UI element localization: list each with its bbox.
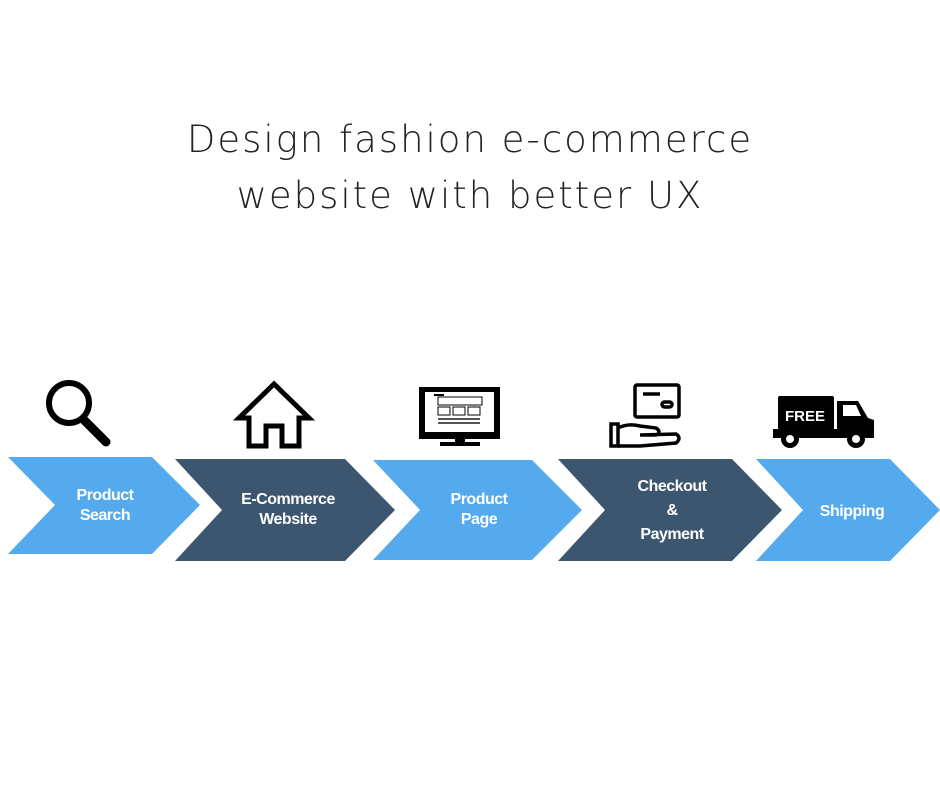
step-4-label-line-1: Checkout	[638, 478, 708, 495]
step-1-label-line-1: Product	[77, 487, 135, 504]
truck-free-label: FREE	[785, 408, 825, 425]
house-icon	[232, 380, 316, 449]
step-2-label-line-1: E-Commerce	[241, 491, 335, 508]
step-3-label-line-1: Product	[451, 491, 509, 508]
step-4-label-line-3: Payment	[640, 526, 704, 543]
card-hand-icon	[609, 383, 681, 448]
step-5-chevron	[756, 459, 940, 561]
title-line-1: Design fashion e-commerce	[186, 118, 754, 161]
step-4-chevron	[558, 459, 782, 561]
step-3-chevron	[373, 460, 582, 560]
step-1-label-line-2: Search	[80, 507, 130, 524]
truck-icon: FREE	[773, 396, 874, 448]
search-icon	[46, 380, 111, 447]
step-2-label-line-2: Website	[259, 511, 317, 528]
title-line-2: website with better UX	[236, 174, 704, 217]
step-4-label-line-2: &	[666, 502, 678, 519]
step-5-label: Shipping	[820, 503, 884, 520]
step-3-label-line-2: Page	[461, 511, 498, 528]
monitor-icon	[419, 387, 500, 446]
step-1-chevron	[8, 457, 200, 554]
step-2-chevron	[175, 459, 395, 561]
